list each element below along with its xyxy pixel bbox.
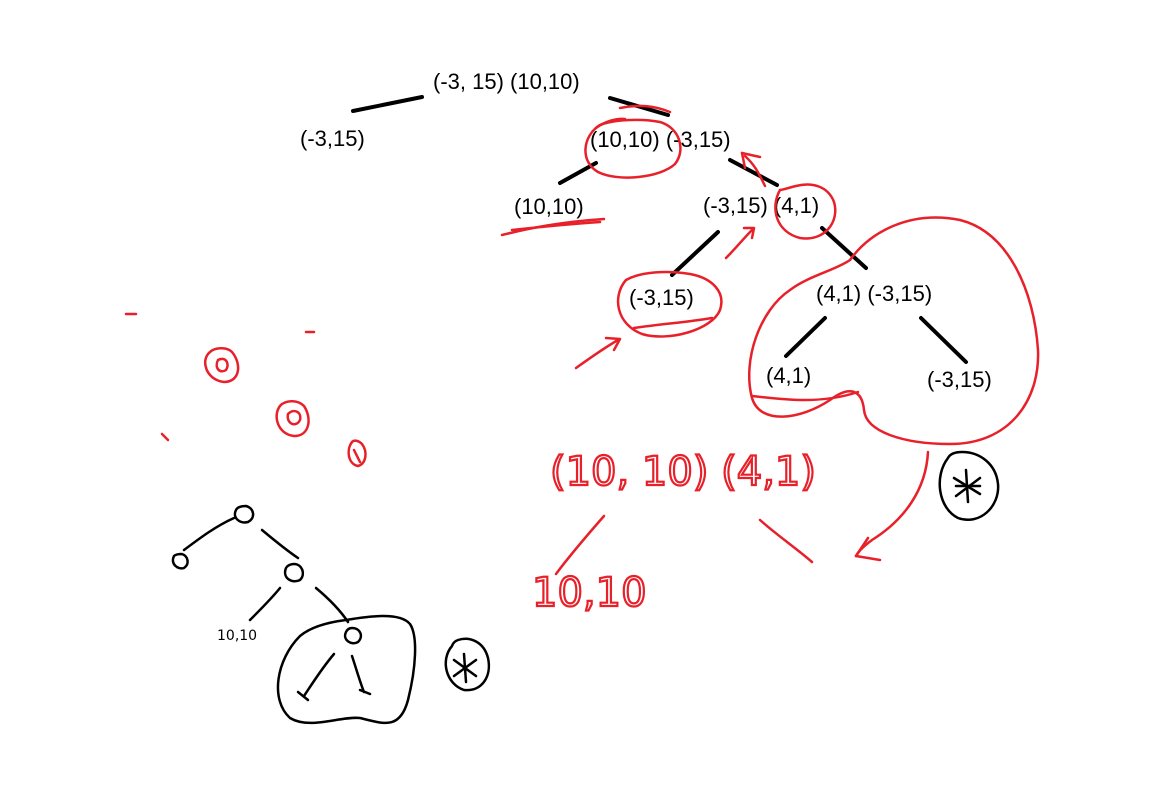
edge-l3-left <box>784 316 827 358</box>
circle-10-10-level1 <box>584 118 682 179</box>
circle-4-1-level2 <box>774 183 837 240</box>
root-node-label: (-3, 15) (10,10) <box>433 69 580 94</box>
edge-l3-right <box>919 316 968 364</box>
red-small-circle-2 <box>275 400 310 438</box>
level2-left-label: (10,10) <box>514 194 584 219</box>
branch-merge-left <box>554 514 606 576</box>
underline-root-right <box>618 104 672 114</box>
mini-sub-root <box>343 626 363 645</box>
level4-right-label: (-3,15) <box>927 367 992 392</box>
mini-leaf-label: 10,10 <box>217 628 257 644</box>
red-annotations <box>500 104 1040 576</box>
arrow-into-level3 <box>574 338 620 370</box>
star-circle-icon <box>938 450 1000 521</box>
arrow-level3-to-level2 <box>724 228 754 260</box>
mini-star-circle-icon <box>444 637 491 692</box>
mini-tree <box>171 504 491 725</box>
level2-right-label: (-3,15) (4,1) <box>703 193 819 218</box>
mini-root-node <box>233 504 255 524</box>
red-small-circle-3 <box>347 439 367 468</box>
level1-right-label: (10,10) (-3,15) <box>590 127 731 152</box>
mini-blob <box>276 614 417 725</box>
arrow-to-level1 <box>743 154 767 188</box>
branch-merge-right <box>758 518 814 564</box>
level3-left-label: (-3,15) <box>629 285 694 310</box>
level3-right-label: (4,1) (-3,15) <box>816 281 932 306</box>
tree-edges <box>351 95 968 364</box>
red-scribbles <box>124 312 367 468</box>
blob-right-subtree <box>748 216 1040 446</box>
edge-l2-left <box>670 230 720 277</box>
edge-root-left <box>351 95 424 113</box>
merged-pair-text: (10, 10) (4,1) <box>550 449 816 495</box>
edge-l2-right <box>820 226 868 270</box>
red-small-circle-1 <box>204 347 240 384</box>
mini-left-node <box>171 552 189 570</box>
level4-left-label: (4,1) <box>766 363 811 388</box>
mini-right-node <box>283 562 305 583</box>
circle-neg3-15-level3 <box>616 270 723 338</box>
level1-left-label: (-3,15) <box>300 126 365 151</box>
result-text: 10,10 <box>532 570 647 616</box>
edge-l1-right <box>728 158 779 187</box>
